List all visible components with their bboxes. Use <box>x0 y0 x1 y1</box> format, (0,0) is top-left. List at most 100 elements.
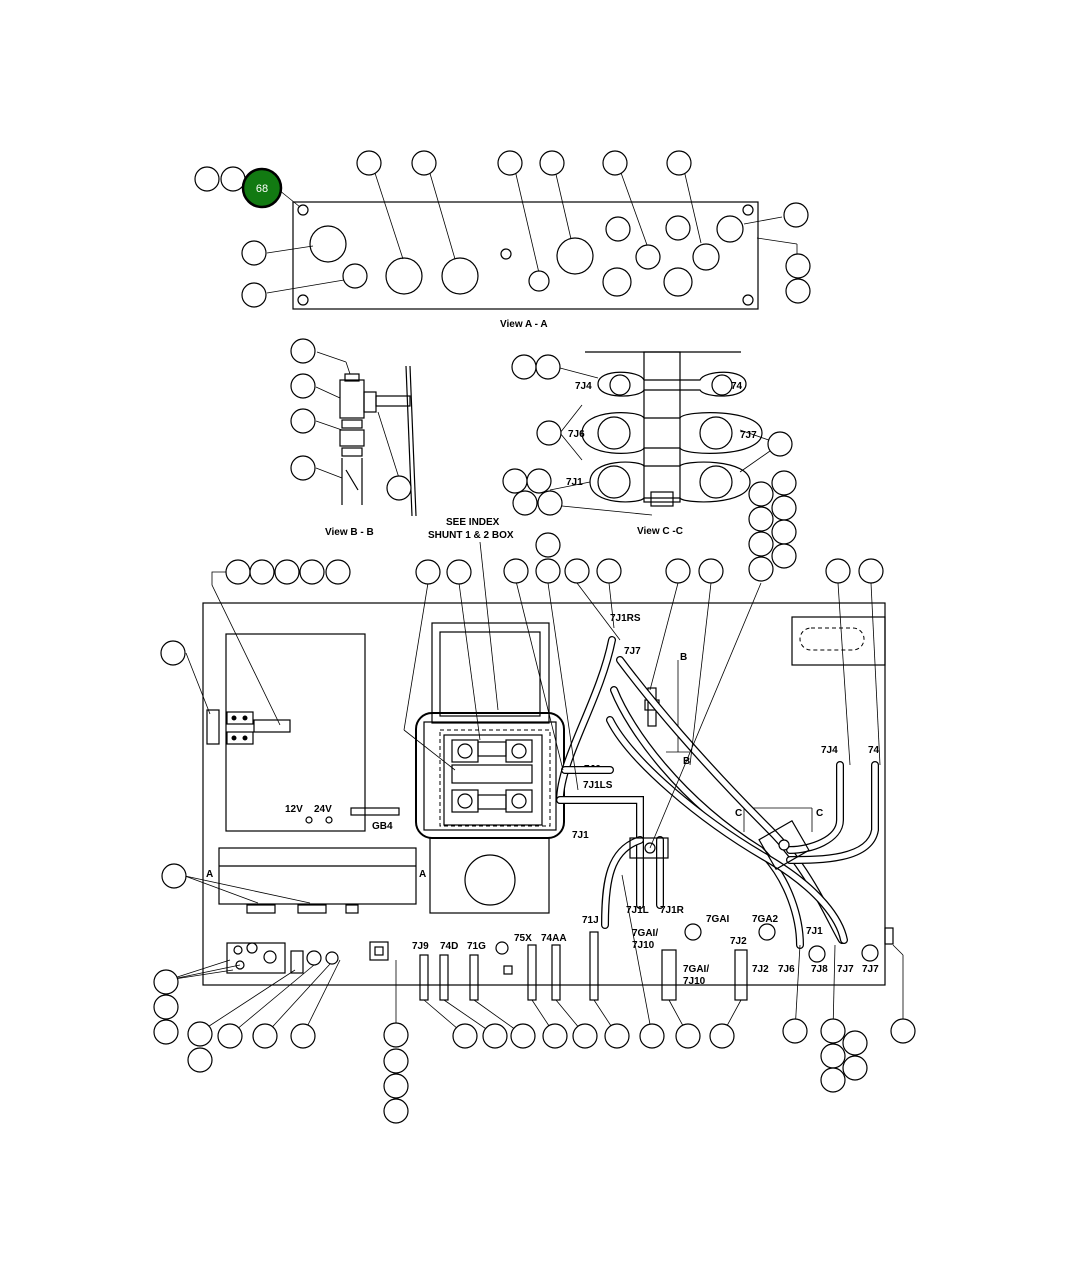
callout-bubble[interactable] <box>342 263 368 289</box>
callout-bubble[interactable] <box>161 863 187 889</box>
callout-bubble[interactable] <box>510 1023 536 1049</box>
callout-bubble[interactable] <box>528 270 550 292</box>
callout-bubble[interactable] <box>542 1023 568 1049</box>
callout-bubble[interactable] <box>415 559 441 585</box>
callout-bubble[interactable] <box>858 558 884 584</box>
callout-bubble[interactable] <box>249 559 275 585</box>
callout-bubble[interactable] <box>220 166 246 192</box>
c-label-7j4: 7J4 <box>575 381 592 392</box>
callout-bubble[interactable] <box>602 150 628 176</box>
label-7j1-bottom: 7J1 <box>806 926 823 937</box>
callout-bubble[interactable] <box>446 559 472 585</box>
callout-bubble[interactable] <box>356 150 382 176</box>
callout-bubble[interactable] <box>160 640 186 666</box>
callout-bubble[interactable] <box>241 282 267 308</box>
callout-bubble[interactable] <box>187 1047 213 1073</box>
c-label-7j6: 7J6 <box>568 429 585 440</box>
callout-bubble[interactable] <box>666 150 692 176</box>
callout-bubble[interactable] <box>290 455 316 481</box>
label-7j1r: 7J1R <box>660 905 685 916</box>
callout-bubble[interactable] <box>290 1023 316 1049</box>
callout-bubble[interactable] <box>153 1019 179 1045</box>
callout-bubble[interactable] <box>716 215 744 243</box>
callout-bubble[interactable] <box>411 150 437 176</box>
callout-bubble[interactable] <box>635 244 661 270</box>
callout-bubble[interactable] <box>502 468 528 494</box>
callout-bubble[interactable] <box>748 481 774 507</box>
callout-bubble[interactable] <box>675 1023 701 1049</box>
callout-bubble[interactable] <box>535 532 561 558</box>
callout-bubble[interactable] <box>386 475 412 501</box>
callout-bubble[interactable] <box>290 408 316 434</box>
callout-bubble[interactable] <box>767 431 793 457</box>
callout-bubble[interactable] <box>785 278 811 304</box>
callout-bubble[interactable] <box>709 1023 735 1049</box>
callout-bubble[interactable] <box>825 558 851 584</box>
callout-bubble[interactable] <box>452 1023 478 1049</box>
callout-bubble[interactable] <box>526 468 552 494</box>
callout-bubble[interactable] <box>497 150 523 176</box>
callout-68-highlighted[interactable] <box>241 167 283 209</box>
callout-bubble[interactable] <box>748 506 774 532</box>
callout-bubble[interactable] <box>820 1067 846 1093</box>
callout-bubble[interactable] <box>604 1023 630 1049</box>
callout-bubble[interactable] <box>842 1055 868 1081</box>
callout-bubble[interactable] <box>153 969 179 995</box>
callout-bubble[interactable] <box>748 556 774 582</box>
callout-bubble[interactable] <box>785 253 811 279</box>
label-b-top: B <box>680 652 687 663</box>
callout-bubble[interactable] <box>572 1023 598 1049</box>
callout-bubble[interactable] <box>187 1021 213 1047</box>
callout-bubble[interactable] <box>748 531 774 557</box>
label-7j1-main: 7J1 <box>572 830 589 841</box>
callout-bubble[interactable] <box>639 1023 665 1049</box>
callout-bubble[interactable] <box>383 1022 409 1048</box>
callout-bubble[interactable] <box>536 420 562 446</box>
callout-bubble[interactable] <box>535 354 561 380</box>
callout-bubble[interactable] <box>771 470 797 496</box>
callout-bubble[interactable] <box>325 559 351 585</box>
c-label-7j1: 7J1 <box>566 477 583 488</box>
callout-bubble[interactable] <box>771 519 797 545</box>
callout-bubble[interactable] <box>698 558 724 584</box>
callout-bubble[interactable] <box>783 202 809 228</box>
callout-bubble[interactable] <box>782 1018 808 1044</box>
callout-bubble[interactable] <box>503 558 529 584</box>
callout-bubble[interactable] <box>665 558 691 584</box>
label-7j4-main: 7J4 <box>821 745 838 756</box>
callout-bubble[interactable] <box>511 354 537 380</box>
view-a-a-title: View A - A <box>500 319 548 330</box>
callout-bubble[interactable] <box>383 1098 409 1124</box>
view-b-b-title: View B - B <box>325 527 374 538</box>
callout-bubble[interactable] <box>290 338 316 364</box>
callout-bubble[interactable] <box>241 240 267 266</box>
callout-bubble[interactable] <box>596 558 622 584</box>
callout-bubble[interactable] <box>771 543 797 569</box>
callout-bubble[interactable] <box>842 1030 868 1056</box>
callout-bubble[interactable] <box>890 1018 916 1044</box>
callout-bubble[interactable] <box>217 1023 243 1049</box>
callout-bubble[interactable] <box>535 558 561 584</box>
callout-bubble[interactable] <box>290 373 316 399</box>
callout-bubble[interactable] <box>153 994 179 1020</box>
callout-bubble[interactable] <box>692 243 720 271</box>
callout-bubble[interactable] <box>252 1023 278 1049</box>
callout-bubble[interactable] <box>274 559 300 585</box>
callout-bubble[interactable] <box>194 166 220 192</box>
callout-bubble[interactable] <box>512 490 538 516</box>
callout-bubble[interactable] <box>820 1043 846 1069</box>
callout-bubble[interactable] <box>383 1048 409 1074</box>
label-a-left: A <box>206 869 213 880</box>
label-7gai-7j10-b1: 7GAI/ <box>683 964 709 975</box>
view-c-c-title: View C -C <box>637 526 683 537</box>
callout-bubble[interactable] <box>225 559 251 585</box>
callout-bubble[interactable] <box>482 1023 508 1049</box>
callout-bubble[interactable] <box>564 558 590 584</box>
callout-bubble[interactable] <box>299 559 325 585</box>
callout-bubble[interactable] <box>537 490 563 516</box>
callout-bubble[interactable] <box>539 150 565 176</box>
callout-bubble[interactable] <box>820 1018 846 1044</box>
callout-bubble[interactable] <box>383 1073 409 1099</box>
callout-bubble[interactable] <box>771 495 797 521</box>
